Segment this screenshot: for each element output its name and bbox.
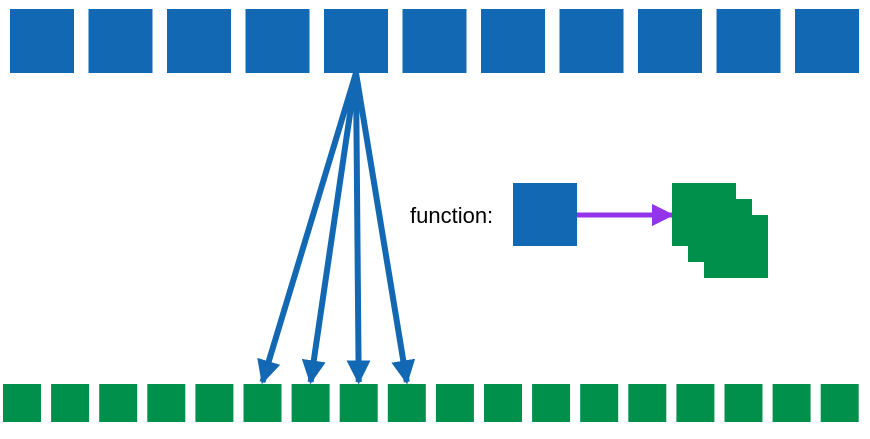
output-cell bbox=[435, 384, 474, 422]
function-label: function: bbox=[410, 203, 493, 228]
fanout-arrow bbox=[346, 72, 371, 385]
function-output-square bbox=[672, 183, 736, 246]
input-cell bbox=[481, 9, 545, 73]
input-cell bbox=[716, 9, 781, 73]
output-cell bbox=[820, 384, 859, 422]
fanout-arrow bbox=[301, 72, 359, 385]
function-legend: function: bbox=[410, 183, 768, 278]
output-cell bbox=[291, 384, 330, 422]
output-cell bbox=[580, 384, 619, 422]
input-array bbox=[10, 9, 859, 73]
output-cell bbox=[387, 384, 426, 422]
input-cell bbox=[795, 9, 859, 73]
input-cell bbox=[167, 9, 231, 73]
function-input-square bbox=[513, 183, 577, 246]
output-cell bbox=[772, 384, 811, 422]
output-cell bbox=[532, 384, 571, 422]
output-cell bbox=[484, 384, 522, 422]
input-cell bbox=[10, 9, 74, 73]
output-cell bbox=[99, 384, 138, 422]
output-cell bbox=[628, 384, 667, 422]
output-cell bbox=[339, 384, 378, 422]
output-cell bbox=[51, 384, 90, 422]
fanout-arrow bbox=[257, 72, 359, 385]
input-cell bbox=[245, 9, 310, 73]
output-cell bbox=[195, 384, 234, 422]
fanout-arrow bbox=[353, 72, 416, 385]
output-cell bbox=[147, 384, 186, 422]
input-cell bbox=[88, 9, 153, 73]
input-cell bbox=[559, 9, 624, 73]
output-cell bbox=[724, 384, 763, 422]
fanout-arrows bbox=[257, 72, 416, 385]
input-cell bbox=[324, 9, 388, 73]
output-cell bbox=[676, 384, 715, 422]
input-cell bbox=[402, 9, 467, 73]
function-output-stack bbox=[672, 183, 768, 278]
input-cell bbox=[638, 9, 702, 73]
output-cell bbox=[243, 384, 282, 422]
output-cell bbox=[3, 384, 41, 422]
output-array bbox=[3, 384, 859, 422]
